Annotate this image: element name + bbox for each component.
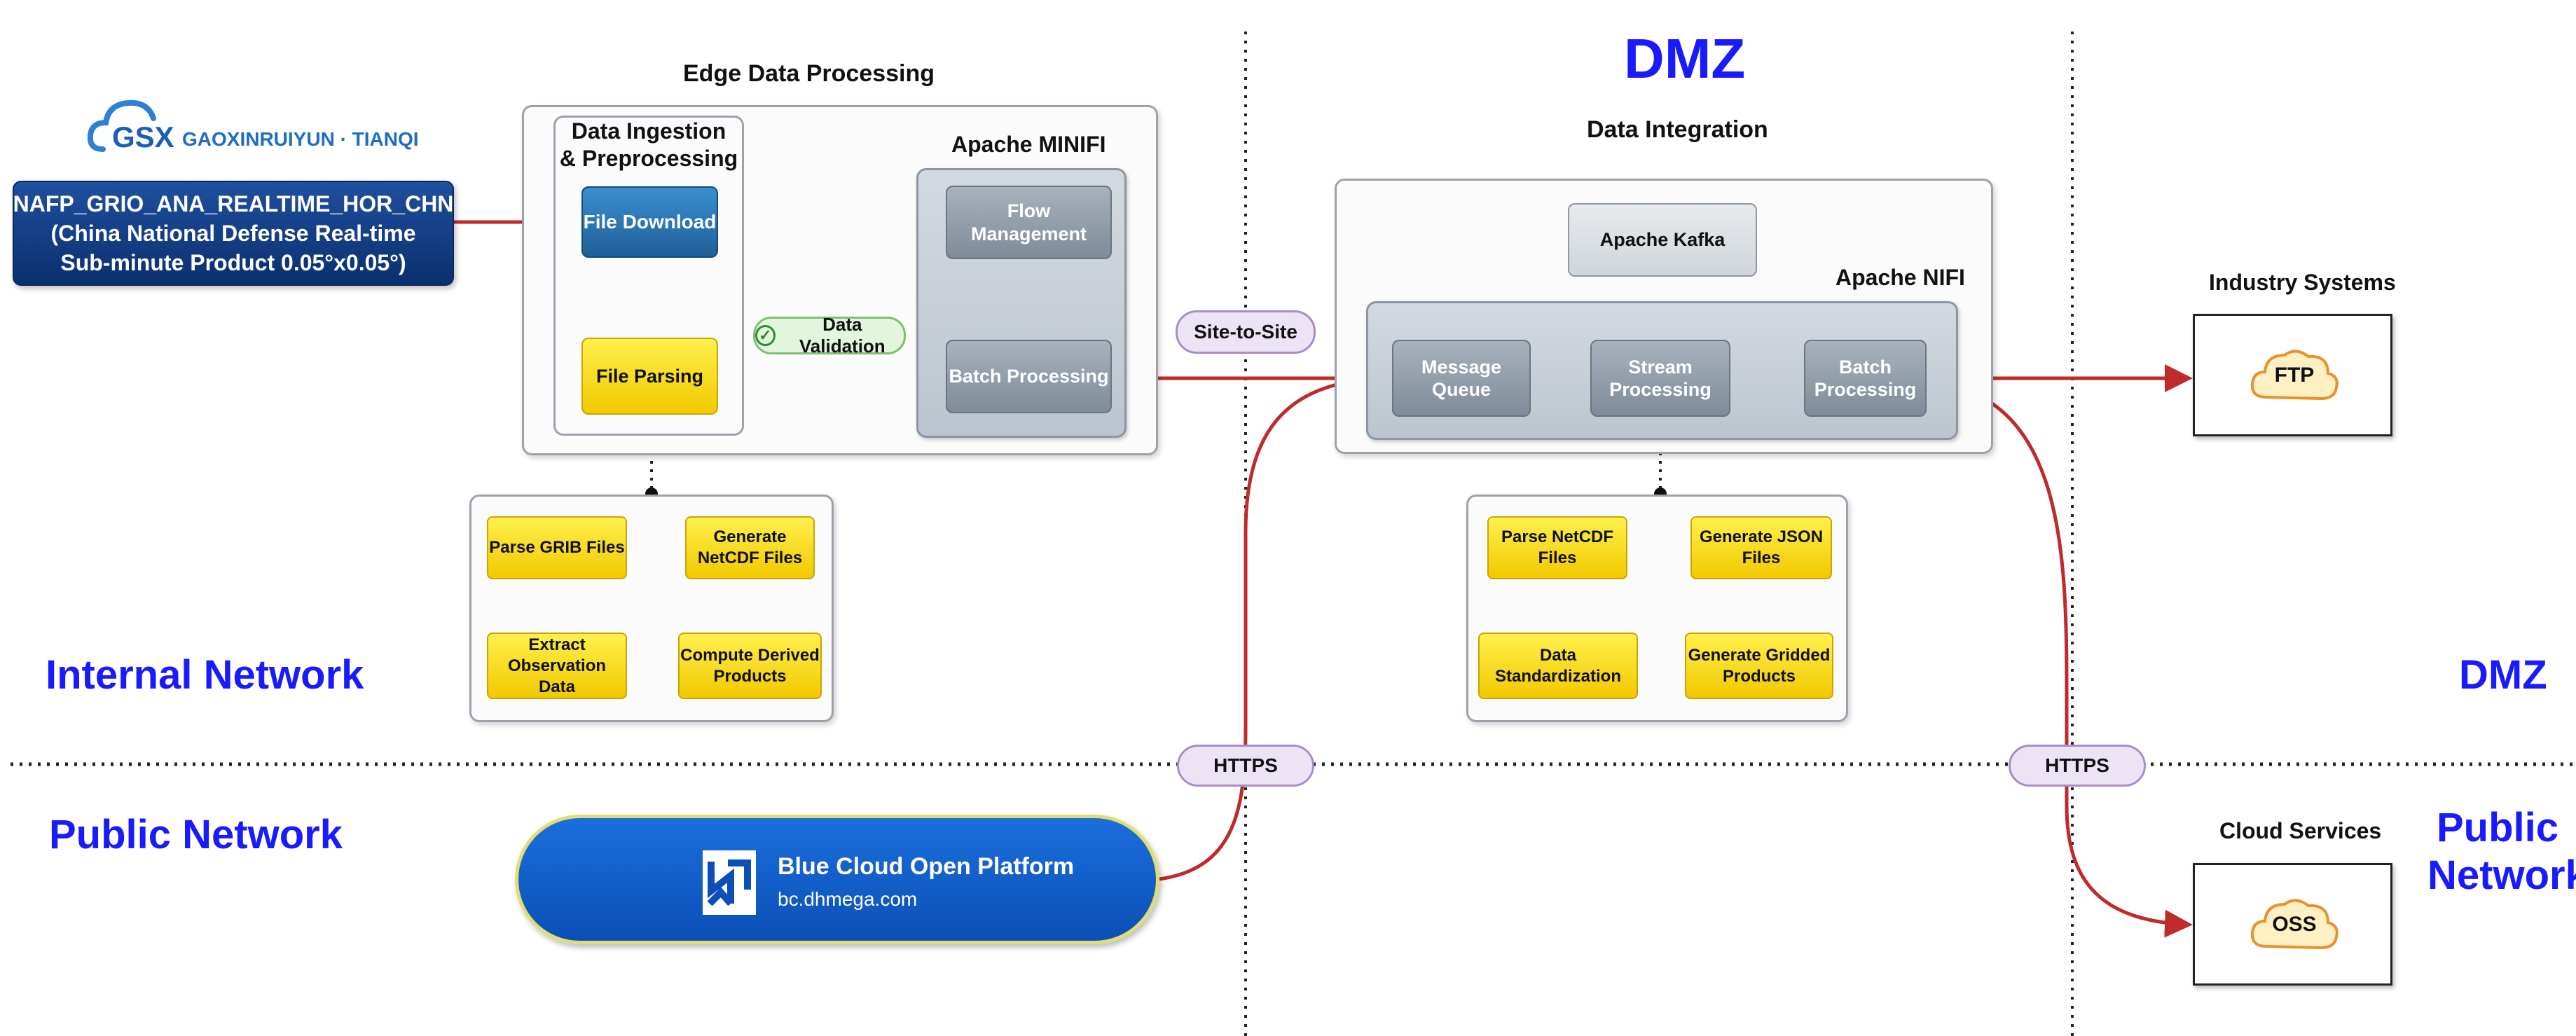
logo: GSX GAOXINRUIYUN · TIANQI bbox=[88, 95, 419, 161]
cloud-logo-icon bbox=[88, 99, 156, 152]
source-data-box: NAFP_GRIO_ANA_REALTIME_HOR_CHN (China Na… bbox=[13, 181, 454, 286]
blue-cloud-platform: Blue Cloud Open Platform bc.dhmega.com bbox=[515, 815, 1159, 944]
message-queue-node: Message Queue bbox=[1392, 340, 1531, 417]
ftp-cloud-icon bbox=[2250, 350, 2339, 401]
kafka-node: Apache Kafka bbox=[1568, 203, 1757, 277]
zone-dmz-right: DMZ bbox=[2459, 652, 2547, 698]
zone-public-network-right: Public Network bbox=[2427, 805, 2576, 899]
cloud-services-title: Cloud Services bbox=[2219, 818, 2382, 843]
source-line-1: NAFP_GRIO_ANA_REALTIME_HOR_CHN bbox=[13, 191, 454, 216]
flow-management-node: Flow Management bbox=[946, 186, 1112, 259]
oss-cloud-icon bbox=[2250, 899, 2339, 950]
parse-netcdf-node: Parse NetCDF Files bbox=[1487, 516, 1627, 579]
oss-label: OSS bbox=[2272, 913, 2317, 936]
minifi-title: Apache MINIFI bbox=[951, 132, 1106, 157]
oss-system-box: OSS bbox=[2193, 863, 2392, 986]
logo-text: GAOXINRUIYUN · TIANQI bbox=[182, 128, 419, 150]
https-pill-right: HTTPS bbox=[2009, 745, 2146, 787]
stream-processing-node: Stream Processing bbox=[1590, 340, 1730, 417]
industry-title: Industry Systems bbox=[2209, 270, 2396, 295]
minifi-batch-processing-node: Batch Processing bbox=[946, 340, 1112, 413]
check-icon: ✓ bbox=[755, 325, 776, 346]
platform-url: bc.dhmega.com bbox=[778, 888, 918, 910]
data-validation-badge: ✓ Data Validation bbox=[753, 314, 906, 357]
compute-derived-node: Compute Derived Products bbox=[678, 633, 822, 699]
integration-title: Data Integration bbox=[1587, 116, 1768, 143]
data-standardization-node: Data Standardization bbox=[1478, 633, 1638, 699]
ingestion-title: Data Ingestion & Preprocessing bbox=[559, 118, 738, 172]
ftp-label: FTP bbox=[2274, 364, 2315, 387]
data-validation-label: Data Validation bbox=[799, 314, 886, 357]
nifi-batch-processing-node: Batch Processing bbox=[1804, 340, 1927, 417]
https-pill-left: HTTPS bbox=[1177, 745, 1314, 787]
generate-gridded-node: Generate Gridded Products bbox=[1685, 633, 1833, 699]
file-parsing-node: File Parsing bbox=[581, 338, 718, 415]
generate-netcdf-node: Generate NetCDF Files bbox=[685, 516, 815, 579]
platform-logo-icon bbox=[703, 850, 756, 915]
source-line-3: Sub-minute Product 0.05°x0.05°) bbox=[60, 250, 406, 276]
edge-title: Edge Data Processing bbox=[683, 60, 935, 87]
logo-mark: GSX bbox=[112, 120, 174, 153]
file-download-node: File Download bbox=[581, 186, 718, 258]
zone-internal-network: Internal Network bbox=[46, 652, 364, 698]
arrow-batch-oss bbox=[1926, 380, 2193, 938]
parse-grib-node: Parse GRIB Files bbox=[487, 516, 627, 579]
site-to-site-pill: Site-to-Site bbox=[1176, 310, 1316, 354]
platform-name: Blue Cloud Open Platform bbox=[778, 853, 1075, 880]
zone-public-network-left: Public Network bbox=[49, 812, 343, 857]
source-line-2: (China National Defense Real-time bbox=[50, 220, 416, 246]
extract-observation-node: Extract Observation Data bbox=[487, 633, 627, 699]
ftp-system-box: FTP bbox=[2193, 314, 2392, 436]
dmz-title: DMZ bbox=[1624, 27, 1746, 90]
nifi-title: Apache NIFI bbox=[1835, 265, 1965, 290]
generate-json-node: Generate JSON Files bbox=[1690, 516, 1832, 579]
